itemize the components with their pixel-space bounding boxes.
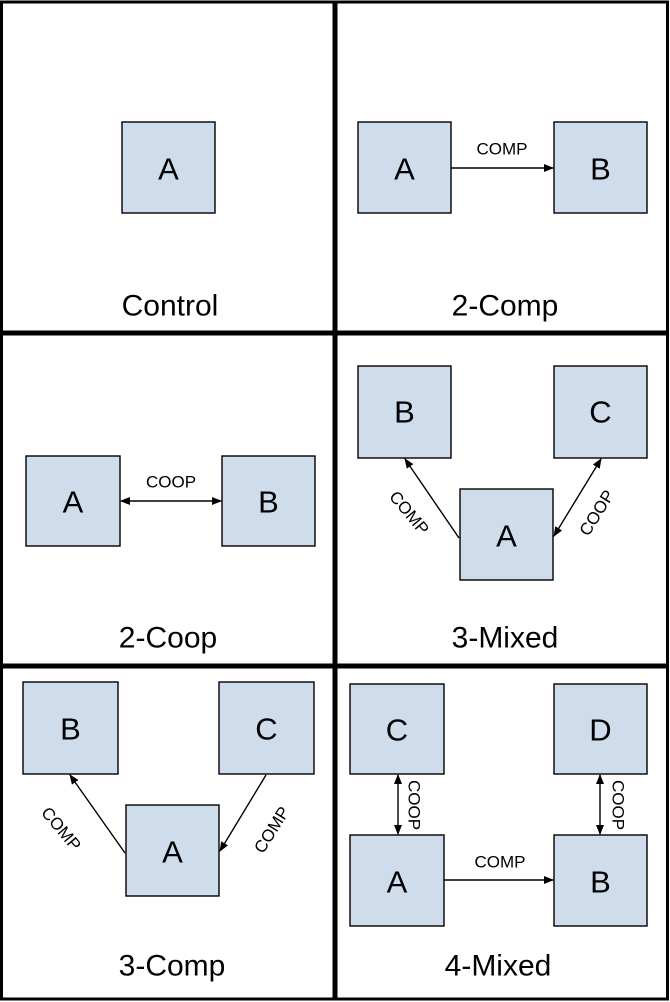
node-box xyxy=(553,683,648,775)
panel-title: 2-Coop xyxy=(119,622,217,655)
node-label: A xyxy=(496,519,517,554)
node-box xyxy=(22,681,119,775)
panel-title: 4-Mixed xyxy=(445,950,552,983)
panel-4-mixed: C D A B COOP COOP COMP 4-Mixed xyxy=(349,683,648,983)
arrow-line xyxy=(69,774,126,854)
node-label: C xyxy=(255,712,277,747)
panel-control: A Control xyxy=(121,121,219,323)
panel-title: 2-Comp xyxy=(452,290,559,323)
panel-title: 3-Mixed xyxy=(452,622,559,655)
node-b: B xyxy=(22,681,119,775)
panel-title: 3-Comp xyxy=(119,950,226,983)
node-c: C xyxy=(349,683,445,775)
edge-label: COOP xyxy=(609,780,628,830)
node-box xyxy=(357,121,452,214)
node-b: B xyxy=(221,455,316,547)
edge-label: COOP xyxy=(146,473,196,492)
panel-3-comp: B C A COMP COMP 3-Comp xyxy=(22,681,315,983)
panel-2-coop: A B COOP 2-Coop xyxy=(25,455,316,655)
node-c: C xyxy=(553,365,648,459)
node-label: C xyxy=(386,713,408,748)
node-a: A xyxy=(357,121,452,214)
panel-2-comp: A B COMP 2-Comp xyxy=(357,121,648,323)
node-box xyxy=(553,365,648,459)
node-label: D xyxy=(589,713,611,748)
node-a: A xyxy=(349,834,445,927)
node-label: A xyxy=(63,485,84,520)
node-box xyxy=(25,455,121,547)
panel-3-mixed: B C A COMP COOP 3-Mixed xyxy=(357,365,648,655)
node-a: A xyxy=(121,121,216,214)
node-box xyxy=(553,834,648,927)
edge-b-d: COOP xyxy=(596,774,628,835)
arrow-line xyxy=(404,458,460,539)
arrow-line xyxy=(219,774,267,852)
node-label: B xyxy=(590,152,611,187)
node-a: A xyxy=(25,455,121,547)
node-label: B xyxy=(590,865,611,900)
node-b: B xyxy=(357,365,452,459)
node-label: B xyxy=(394,395,415,430)
edge-label: COOP xyxy=(405,780,424,830)
edge-label: COMP xyxy=(475,853,526,872)
node-a: A xyxy=(459,488,554,581)
edge-a-b: COMP xyxy=(451,140,554,172)
node-box xyxy=(553,121,648,214)
node-label: C xyxy=(589,395,611,430)
node-a: A xyxy=(125,804,220,897)
node-label: A xyxy=(158,152,179,187)
node-box xyxy=(221,455,316,547)
node-box xyxy=(121,121,216,214)
panel-title: Control xyxy=(122,290,219,323)
node-box xyxy=(357,365,452,459)
node-c: C xyxy=(218,681,315,775)
node-label: A xyxy=(387,865,408,900)
node-label: A xyxy=(162,835,183,870)
node-b: B xyxy=(553,834,648,927)
node-box xyxy=(459,488,554,581)
edge-a-c: COOP xyxy=(394,774,424,835)
node-label: B xyxy=(60,712,81,747)
edge-label: COMP xyxy=(477,140,528,159)
node-box xyxy=(125,804,220,897)
node-b: B xyxy=(553,121,648,214)
node-box xyxy=(218,681,315,775)
node-label: A xyxy=(394,152,415,187)
arrow-line xyxy=(553,458,602,537)
node-box xyxy=(349,834,445,927)
edge-a-b: COOP xyxy=(120,473,222,505)
node-label: B xyxy=(258,485,279,520)
edge-a-b: COMP xyxy=(444,853,554,884)
node-d: D xyxy=(553,683,648,775)
